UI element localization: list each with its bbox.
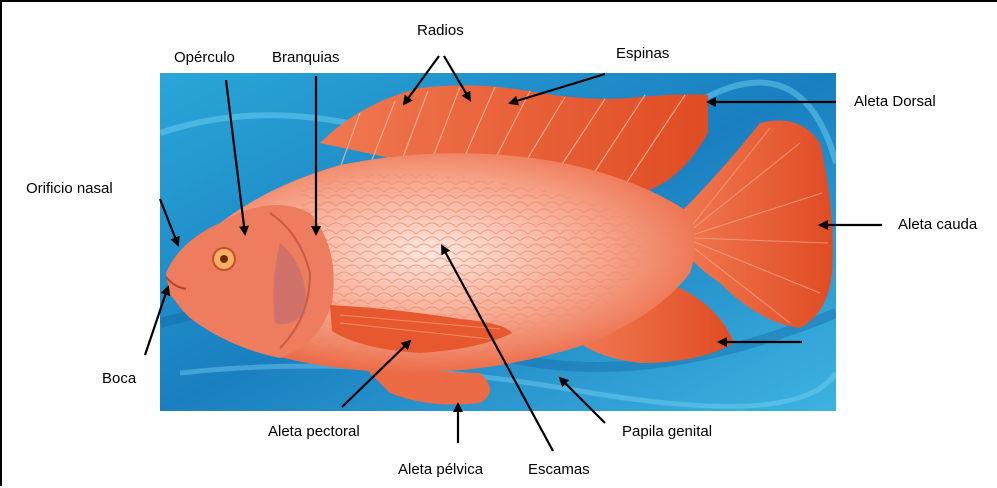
arrow-orificio-nasal — [160, 199, 178, 245]
arrow-boca — [145, 287, 168, 355]
label-aleta-pelvica: Aleta pélvica — [398, 461, 483, 479]
arrow-papila-genital — [560, 378, 605, 423]
arrow-radios-right — [444, 56, 470, 100]
label-papila-genital: Papila genital — [622, 423, 712, 441]
arrow-aleta-pectoral — [342, 341, 410, 407]
arrow-espinas — [510, 74, 605, 103]
arrow-radios-left — [404, 56, 439, 104]
label-orificio-nasal: Orificio nasal — [26, 180, 113, 198]
arrow-operculo — [226, 80, 245, 234]
label-aleta-cauda: Aleta cauda — [898, 216, 977, 234]
label-branquias: Branquias — [272, 49, 340, 67]
label-aleta-pectoral: Aleta pectoral — [268, 423, 360, 441]
label-operculo: Opérculo — [174, 49, 235, 67]
label-boca: Boca — [102, 370, 136, 388]
label-aleta-dorsal: Aleta Dorsal — [854, 93, 936, 111]
label-espinas: Espinas — [616, 45, 669, 63]
label-radios: Radios — [417, 22, 464, 40]
label-escamas: Escamas — [528, 461, 590, 479]
